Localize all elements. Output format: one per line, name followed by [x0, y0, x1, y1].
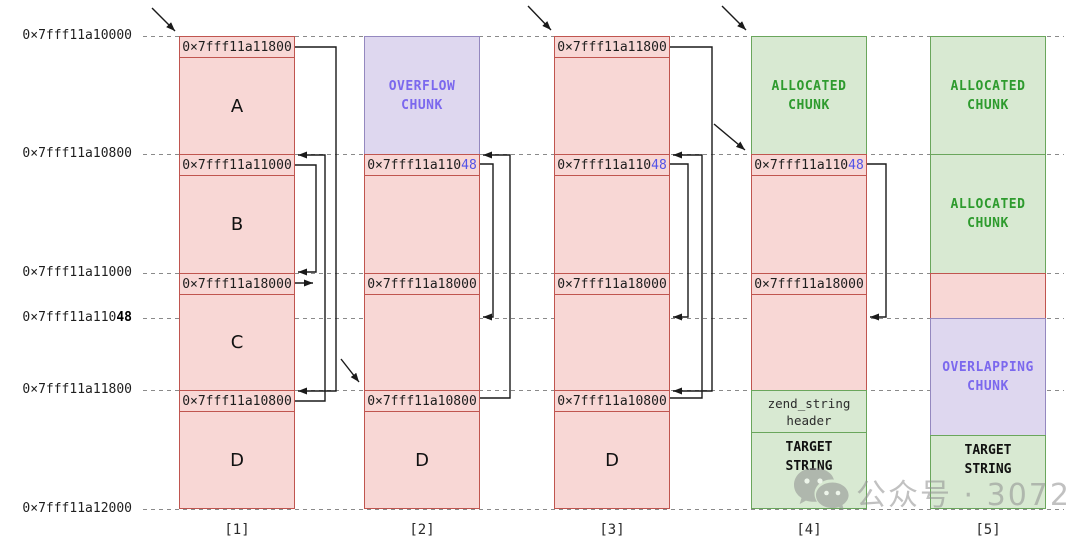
- chunk-body-B: B: [179, 175, 295, 274]
- chunk-body-empty: [554, 294, 670, 391]
- column-label-2: [2]: [409, 522, 435, 538]
- pointer-col2-10800: [480, 151, 511, 399]
- chunk-body-C: C: [179, 294, 295, 391]
- chunk-body-empty: [554, 175, 670, 274]
- pointer-col2-11048: [480, 163, 494, 321]
- pointer-col1-11000: [295, 164, 317, 276]
- chunk-body-D: D: [364, 411, 480, 509]
- pointer-col1-10800: [295, 151, 326, 402]
- axis-label-11000: 0×7fff11a11000: [22, 265, 132, 280]
- chunk-header-cell: 0×7fff11a18000: [554, 273, 670, 295]
- callout-arrow-col4-11048: [713, 123, 746, 151]
- callout-arrow-col2-10800: [340, 358, 360, 383]
- chunk-header-cell: 0×7fff11a11000: [179, 154, 295, 176]
- chunk-header-cell: 0×7fff11a10800: [364, 390, 480, 412]
- pointer-col3-11800: [670, 46, 713, 395]
- chunk-header-cell: 0×7fff11a11800: [554, 36, 670, 58]
- chunk-header-cell: 0×7fff11a10800: [179, 390, 295, 412]
- chunk-body-empty: [751, 294, 867, 391]
- chunk-header-cell: 0×7fff11a11800: [179, 36, 295, 58]
- axis-label-11800: 0×7fff11a11800: [22, 382, 132, 397]
- callout-arrow-col1-top: [151, 7, 176, 32]
- pointer-col1-11800: [295, 46, 337, 395]
- chunk-body-empty: [930, 273, 1046, 319]
- chunk-header-cell: 0×7fff11a18000: [751, 273, 867, 295]
- chunk-body-empty: [364, 294, 480, 391]
- chunk-body-D: D: [179, 411, 295, 509]
- column-label-1: [1]: [224, 522, 250, 538]
- chunk-body-empty: [554, 57, 670, 155]
- axis-label-10800: 0×7fff11a10800: [22, 146, 132, 161]
- pointer-col3-10800: [670, 151, 703, 399]
- column-label-5: [5]: [975, 522, 1001, 538]
- callout-arrow-col3-top: [527, 5, 552, 31]
- callout-arrow-col4-top: [721, 5, 747, 31]
- axis-label-12000: 0×7fff11a12000: [22, 501, 132, 516]
- chunk-header-cell: 0×7fff11a18000: [364, 273, 480, 295]
- chunk-header-cell: 0×7fff11a10800: [554, 390, 670, 412]
- chunk-body-empty: [364, 175, 480, 274]
- heap-column-1: 0×7fff11a11800 A 0×7fff11a11000 B 0×7fff…: [179, 0, 295, 549]
- axis-label-11048: 0×7fff11a11048: [22, 310, 132, 325]
- chunk-body-D: D: [554, 411, 670, 509]
- pointer-col4-11048: [867, 163, 887, 321]
- chunk-body-empty: [751, 175, 867, 274]
- column-label-3: [3]: [599, 522, 625, 538]
- axis-label-10000: 0×7fff11a10000: [22, 28, 132, 43]
- pointer-col3-11048: [670, 163, 689, 321]
- chunk-body-A: A: [179, 57, 295, 155]
- column-label-4: [4]: [796, 522, 822, 538]
- chunk-header-cell: 0×7fff11a18000: [179, 273, 295, 295]
